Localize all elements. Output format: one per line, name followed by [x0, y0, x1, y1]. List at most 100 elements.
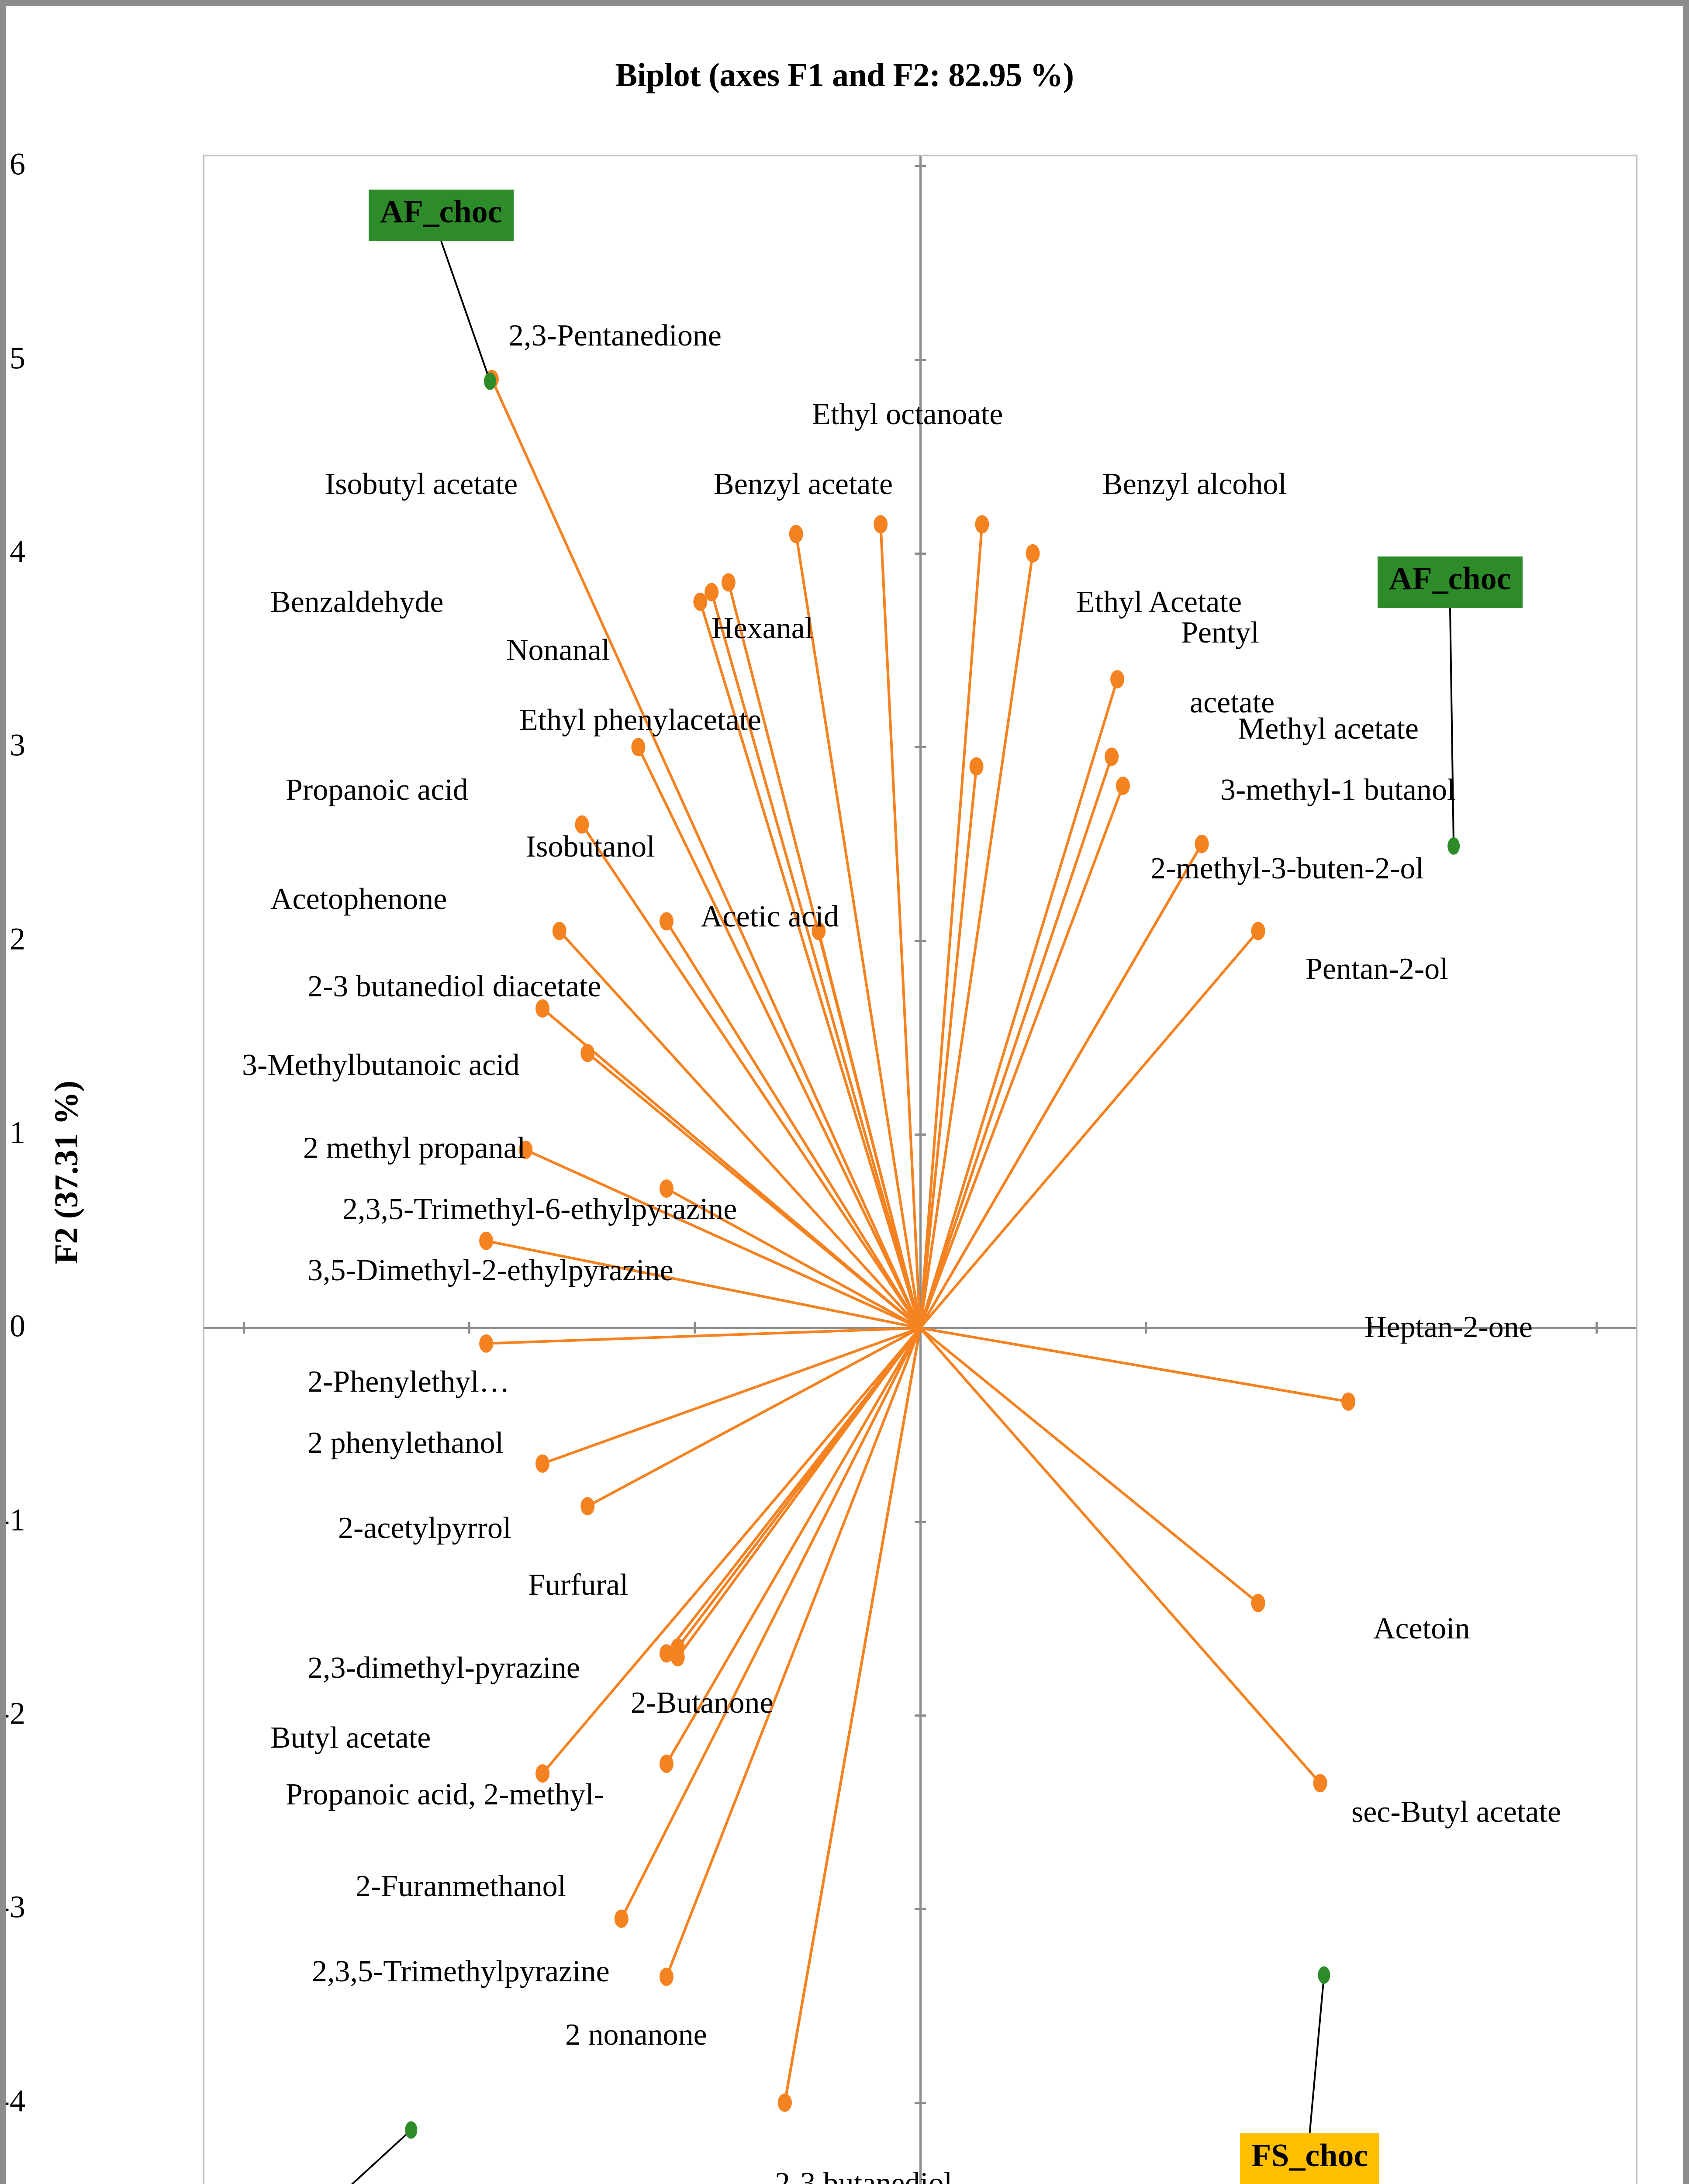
variable-label: sec-Butyl acetate — [1351, 1795, 1561, 1829]
x-tick-mark — [694, 1322, 696, 1334]
variable-vector-line — [919, 843, 1203, 1329]
variable-point — [1251, 1593, 1265, 1612]
variable-vector-line — [486, 1327, 920, 1345]
variable-vector-line — [919, 766, 978, 1328]
y-axis-line — [919, 156, 922, 2184]
variable-vector-line — [486, 1239, 921, 1330]
variable-label: Acetoin — [1373, 1612, 1470, 1645]
variable-vector-line — [699, 601, 922, 1329]
variable-label: Acetophenone — [270, 882, 447, 916]
variable-point — [1341, 1392, 1356, 1411]
observation-label-af_choc: AF_choc — [1378, 556, 1523, 608]
variable-vector-line — [919, 679, 1119, 1329]
variable-vector-line — [542, 1327, 921, 1465]
variable-point — [1026, 544, 1040, 563]
variable-point — [969, 757, 984, 776]
y-tick-label: 3 — [10, 727, 25, 763]
variable-label: Furfural — [528, 1568, 629, 1602]
y-tick-label: 1 — [10, 1115, 25, 1150]
y-tick-mark — [914, 165, 926, 168]
variable-vector-line — [919, 1327, 1349, 1403]
variable-point — [484, 370, 499, 388]
variable-label: Pentyl — [1181, 616, 1259, 650]
variable-vector-line — [919, 553, 1034, 1328]
y-tick-mark — [914, 2101, 926, 2104]
variable-point — [812, 922, 826, 940]
variable-label: Benzyl acetate — [714, 467, 893, 501]
y-tick-mark — [914, 552, 926, 555]
variable-point — [975, 515, 989, 534]
x-tick-mark — [1370, 1322, 1372, 1334]
x-tick-mark — [243, 1322, 245, 1334]
variable-vector-line — [541, 1327, 921, 1775]
variable-label: Propanoic acid — [286, 773, 468, 807]
variable-label: Nonanal — [506, 633, 610, 667]
variable-label: Isobutyl acetate — [325, 467, 518, 501]
variable-label: 2-methyl-3-buten-2-ol — [1150, 852, 1424, 885]
variable-point — [659, 1644, 674, 1663]
variable-label: 3,5-Dimethyl-2-ethylpyrazine — [307, 1254, 674, 1287]
y-tick-label: -3 — [0, 1889, 25, 1925]
variable-point — [479, 1231, 494, 1250]
y-tick-label: -4 — [0, 2083, 25, 2118]
variable-point — [659, 912, 674, 931]
variable-label: 2-Phenylethyl… — [307, 1365, 510, 1399]
variable-vector-line — [783, 1327, 922, 2103]
variable-vectors — [479, 370, 1356, 2112]
variable-point — [535, 1764, 550, 1783]
variable-label: Benzyl alcohol — [1102, 467, 1287, 501]
variable-point — [721, 573, 736, 592]
variable-vector-line — [525, 1148, 921, 1330]
y-tick-label: 4 — [10, 534, 25, 569]
plot-inner — [204, 156, 1636, 2184]
variable-point — [789, 525, 803, 543]
variable-vector-line — [620, 1327, 922, 1919]
variable-label: 2 phenylethanol — [307, 1426, 504, 1460]
y-tick-mark — [914, 1521, 926, 1523]
variable-label: 2,3-dimethyl-pyrazine — [307, 1651, 580, 1685]
variable-point — [518, 1140, 533, 1159]
variable-label: Butyl acetate — [270, 1721, 431, 1755]
variable-point — [1251, 922, 1265, 940]
variable-vector-line — [710, 591, 922, 1329]
variable-point — [535, 1454, 550, 1473]
variable-label: Heptan-2-one — [1364, 1310, 1533, 1344]
variable-label: 2,3,5-Trimethylpyrazine — [312, 1955, 610, 1988]
variable-vector-line — [665, 1327, 921, 1655]
variable-vector-line — [587, 1327, 921, 1507]
variable-point — [479, 1334, 494, 1353]
variable-vector-line — [677, 1327, 921, 1658]
y-tick-mark — [914, 1714, 926, 1717]
y-tick-mark — [914, 359, 926, 361]
variable-label: 3-Methylbutanoic acid — [242, 1048, 520, 1082]
variable-point — [631, 738, 646, 757]
variable-point — [1105, 747, 1119, 766]
variable-point — [1110, 670, 1125, 689]
variable-vector-line — [919, 524, 984, 1328]
variable-label: Hexanal — [712, 612, 814, 645]
y-tick-label: -1 — [0, 1502, 25, 1538]
y-tick-mark — [914, 1133, 926, 1136]
variable-label: 3-methyl-1 butanol — [1220, 773, 1456, 807]
y-axis-title: F2 (37.31 %) — [48, 1080, 85, 1264]
variable-label: Pentan-2-ol — [1306, 952, 1448, 986]
variable-vector-line — [587, 1052, 921, 1329]
y-tick-label: -2 — [0, 1696, 25, 1731]
variable-vector-line — [919, 756, 1113, 1329]
variable-point — [670, 1648, 685, 1667]
variable-vector-line — [919, 930, 1259, 1329]
variable-vector-line — [490, 378, 922, 1329]
variable-label: 2,3-Pentanedione — [508, 319, 722, 352]
x-tick-mark — [1144, 1322, 1147, 1334]
y-tick-mark — [914, 746, 926, 749]
variable-label: Propanoic acid, 2-methyl- — [286, 1778, 604, 1811]
variable-vector-line — [558, 930, 921, 1329]
plot-area — [203, 155, 1637, 2184]
variable-label: Benzaldehyde — [270, 585, 444, 619]
variable-vector-line — [637, 746, 922, 1329]
variable-label: Ethyl octanoate — [812, 397, 1003, 431]
variable-label: Acetic acid — [701, 900, 839, 933]
variable-vector-line — [580, 823, 921, 1329]
variable-point — [777, 2093, 792, 2112]
